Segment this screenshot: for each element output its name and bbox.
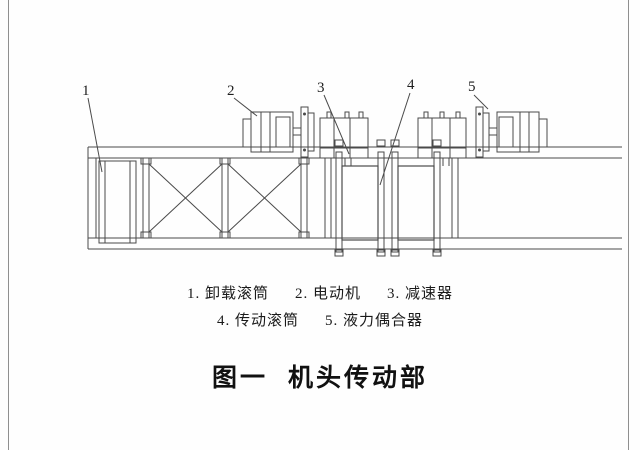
legend-item-reducer: 3. 减速器 [387, 286, 454, 302]
callout-number-1: 1 [82, 83, 90, 99]
drive-drum-right [397, 165, 435, 241]
legend-item-drive-drum: 4. 传动滚筒 [216, 313, 299, 329]
leader-line-1 [87, 97, 103, 173]
legend-item-hydraulic-coupling: 5. 液力偶合器 [325, 313, 424, 329]
callout-number-3: 3 [317, 80, 325, 96]
reducer-left [319, 111, 369, 159]
figure-caption: 图一 机头传动部 [0, 358, 640, 394]
legend-item-unloading-drum: 1. 卸载滚筒 [186, 286, 269, 302]
callouts: 1 2 3 4 5 [82, 77, 489, 186]
technical-drawing: 1 2 3 4 5 [82, 77, 622, 257]
leader-line-3 [323, 94, 350, 155]
coupling-left [300, 106, 315, 158]
leader-line-5 [473, 94, 489, 110]
electric-motor-left [242, 111, 294, 153]
drive-drum-section [334, 139, 459, 257]
unloading-drum [98, 160, 137, 244]
drive-drum-left [341, 165, 379, 241]
figure-title: 机头传动部 [288, 365, 429, 392]
figure-number: 图一 [211, 365, 268, 392]
electric-motor-right [496, 111, 548, 153]
conveyor-frame [87, 157, 332, 244]
drive-unit-right [417, 106, 548, 159]
legend-row-2: 4. 传动滚筒 5. 液力偶合器 [0, 309, 640, 330]
drive-unit-left [242, 106, 369, 159]
callout-number-4: 4 [407, 77, 415, 93]
hydraulic-coupling [475, 106, 490, 158]
leader-line-2 [233, 97, 258, 117]
page-border-right [628, 0, 629, 450]
reducer-right [417, 111, 467, 159]
legend-row-1: 1. 卸载滚筒 2. 电动机 3. 减速器 [0, 282, 640, 303]
page-border-left [8, 0, 9, 450]
callout-number-5: 5 [468, 79, 476, 95]
callout-number-2: 2 [227, 83, 235, 99]
conveyor-rails [87, 146, 622, 250]
legend-item-electric-motor: 2. 电动机 [294, 286, 361, 302]
frame-bracing [140, 157, 332, 239]
leader-line-4 [379, 92, 411, 186]
